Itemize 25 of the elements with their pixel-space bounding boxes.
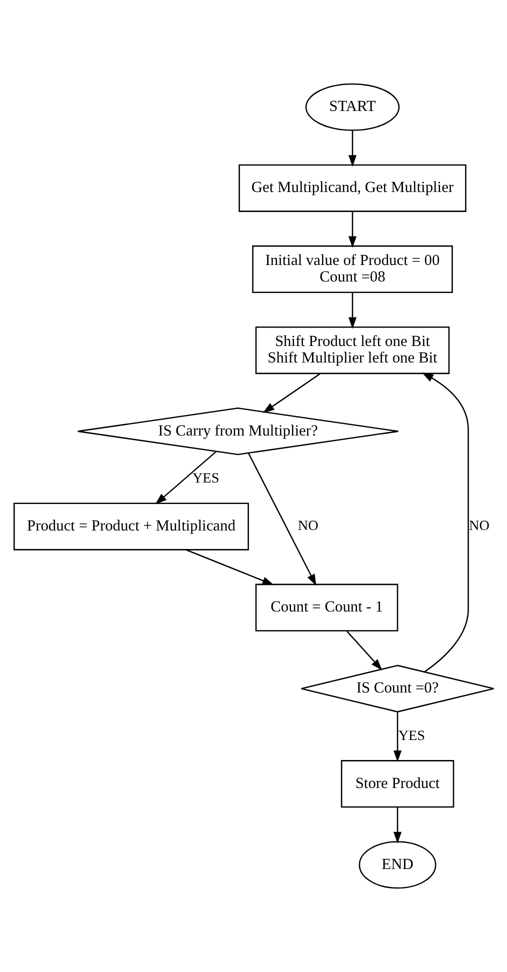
arrow: [348, 292, 356, 329]
arrow: [348, 212, 356, 248]
node-diamond: IS Carry from Multiplier?: [76, 408, 398, 456]
node-box: Shift Product left one Bit Shift Multiplier left one Bit: [254, 326, 450, 374]
node-box: Count = Count - 1: [254, 584, 398, 632]
node-box: Product = Product + Multiplicand: [13, 502, 248, 550]
edge-label: NO: [468, 518, 489, 534]
edge-label: NO: [297, 518, 318, 534]
arrow: [262, 373, 320, 414]
arrow: [421, 372, 468, 672]
arrow: [348, 130, 356, 167]
arrow: [185, 549, 274, 586]
node-box: Store Product: [340, 760, 454, 808]
arrow: [392, 712, 402, 762]
node-box: Get Multiplicand, Get Multiplier: [238, 164, 466, 212]
arrow: [247, 452, 316, 586]
node-diamond: IS Count =0?: [300, 664, 494, 712]
arrow: [392, 807, 402, 844]
arrow: [346, 630, 382, 670]
edge-label: YES: [192, 470, 219, 487]
node-ellipse: START: [304, 83, 400, 131]
node-ellipse: END: [358, 841, 436, 889]
node-box: Initial value of Product = 00 Count =08: [252, 245, 452, 294]
edge-label: YES: [398, 728, 425, 744]
arrow: [154, 451, 216, 504]
